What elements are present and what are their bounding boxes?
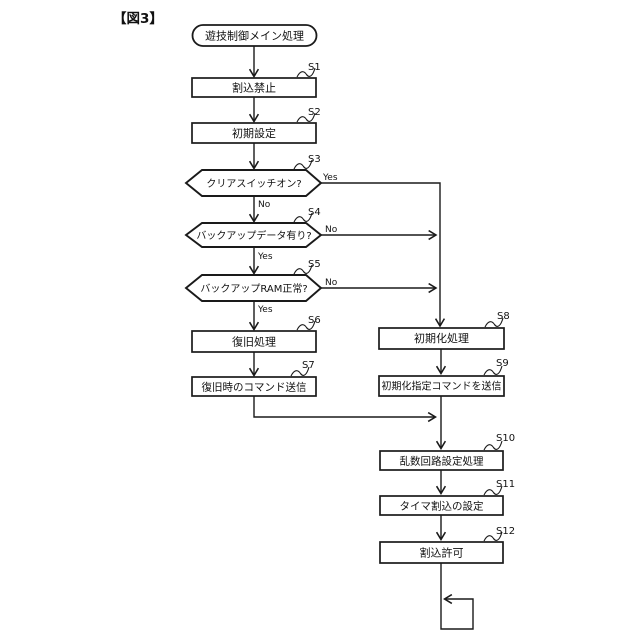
- step-ref-s3-text: S3: [308, 154, 321, 165]
- figure-number-label: 【図3】: [113, 11, 163, 27]
- s6-process-label: 復旧処理: [232, 336, 276, 349]
- s3-decision-label: クリアスイッチオン?: [206, 178, 301, 190]
- step-ref-s4-leader: [293, 212, 313, 223]
- step-ref-s11: S11: [483, 479, 515, 496]
- step-ref-s4: S4: [293, 207, 321, 223]
- node-s6-process: 復旧処理: [191, 330, 317, 353]
- s3-decision-shape: [184, 169, 323, 197]
- step-ref-s10-text: S10: [496, 433, 515, 444]
- node-start-terminal: 遊技制御メイン処理: [191, 24, 318, 47]
- step-ref-s7-leader: [290, 366, 310, 377]
- s5-yes-label: Yes: [257, 305, 273, 315]
- step-ref-s5: S5: [293, 259, 321, 275]
- step-ref-s1-text: S1: [308, 62, 321, 73]
- step-ref-s5-text: S5: [308, 259, 321, 270]
- step-ref-s3: S3: [293, 154, 321, 170]
- step-ref-s10-leader: [483, 440, 503, 451]
- s7-process-shape: [191, 376, 317, 397]
- start-terminal-shape: [191, 24, 318, 47]
- step-ref-s6-leader: [296, 320, 316, 331]
- start-terminal-label: 遊技制御メイン処理: [205, 29, 304, 43]
- flow-edges: [248, 46, 474, 630]
- node-s5-decision: バックアップRAM正常?: [184, 274, 323, 302]
- s12-process-shape: [379, 541, 504, 564]
- s5-decision-label: バックアップRAM正常?: [200, 282, 307, 295]
- step-ref-s10: S10: [483, 433, 515, 451]
- node-s2-process: 初期設定: [191, 122, 317, 144]
- step-ref-s12: S12: [483, 526, 515, 542]
- step-ref-s1: S1: [296, 62, 321, 78]
- node-s4-decision: バックアップデータ有り?: [184, 222, 323, 248]
- step-ref-s7-text: S7: [302, 360, 315, 371]
- s7-process-label: 復旧時のコマンド送信: [202, 381, 307, 394]
- s11-process-shape: [379, 495, 504, 516]
- node-s1-process: 割込禁止: [191, 77, 317, 98]
- s12-process-label: 割込許可: [420, 546, 464, 560]
- s9-process-shape: [378, 375, 505, 397]
- step-ref-s8: S8: [484, 311, 510, 328]
- step-ref-s9-text: S9: [496, 358, 509, 369]
- step-ref-s7: S7: [290, 360, 315, 377]
- edge-s7-to-merge: [253, 396, 438, 423]
- step-ref-s8-leader: [484, 317, 504, 328]
- step-ref-s4-text: S4: [308, 207, 321, 218]
- node-s9-process: 初期化指定コマンドを送信: [378, 375, 505, 397]
- s5-no-label: No: [325, 278, 338, 288]
- step-ref-s11-text: S11: [496, 479, 515, 490]
- s4-decision-label: バックアップデータ有り?: [196, 229, 311, 242]
- s9-process-label: 初期化指定コマンドを送信: [382, 380, 502, 393]
- s8-process-label: 初期化処理: [414, 331, 469, 345]
- node-s12-process: 割込許可: [379, 541, 504, 564]
- s5-decision-shape: [184, 274, 323, 302]
- step-ref-s2-text: S2: [308, 107, 321, 118]
- step-ref-s9-leader: [483, 365, 503, 376]
- s3-no-label: No: [258, 200, 271, 210]
- s2-process-label: 初期設定: [232, 126, 276, 140]
- s4-no-label: No: [325, 225, 338, 235]
- step-references: S1 S2 S3 S4 S5 S6: [290, 62, 515, 542]
- step-ref-s8-text: S8: [497, 311, 510, 322]
- node-s8-process: 初期化処理: [378, 327, 505, 350]
- step-ref-s12-leader: [483, 531, 503, 542]
- s4-decision-shape: [184, 222, 323, 248]
- node-s11-process: タイマ割込の設定: [379, 495, 504, 516]
- s10-process-shape: [379, 450, 504, 471]
- edge-s12-loop-back: [440, 563, 474, 630]
- s1-process-label: 割込禁止: [232, 81, 276, 95]
- s10-process-label: 乱数回路設定処理: [400, 455, 484, 468]
- node-s10-process: 乱数回路設定処理: [379, 450, 504, 471]
- step-ref-s6: S6: [296, 315, 321, 331]
- step-ref-s6-text: S6: [308, 315, 321, 326]
- step-ref-s11-leader: [483, 485, 503, 496]
- s3-yes-label: Yes: [322, 173, 338, 183]
- step-ref-s2: S2: [296, 107, 321, 123]
- step-ref-s5-leader: [293, 264, 313, 275]
- step-ref-s9: S9: [483, 358, 509, 376]
- branch-labels: Yes No No Yes No Yes: [257, 173, 338, 315]
- s8-process-shape: [378, 327, 505, 350]
- step-ref-s12-text: S12: [496, 526, 515, 537]
- s11-process-label: タイマ割込の設定: [400, 500, 484, 513]
- s4-yes-label: Yes: [257, 252, 273, 262]
- edge-s3-yes-to-s8: [321, 182, 446, 328]
- step-ref-s2-leader: [296, 112, 316, 123]
- step-ref-s1-leader: [296, 67, 316, 78]
- s6-process-shape: [191, 330, 317, 353]
- node-s7-process: 復旧時のコマンド送信: [191, 376, 317, 397]
- step-ref-s3-leader: [293, 159, 313, 170]
- s1-process-shape: [191, 77, 317, 98]
- node-s3-decision: クリアスイッチオン?: [184, 169, 323, 197]
- s2-process-shape: [191, 122, 317, 144]
